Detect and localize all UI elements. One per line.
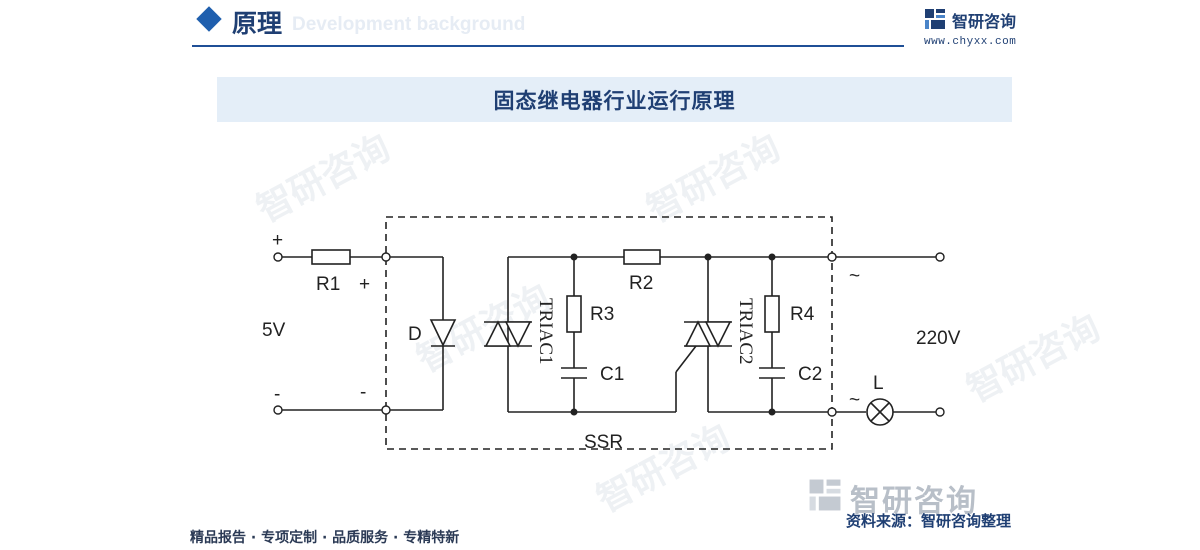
label-c2: C2 <box>798 364 822 385</box>
label-tilde-bottom: ~ <box>849 390 860 411</box>
r3-resistor <box>566 295 582 333</box>
label-triac2: TRIAC2 <box>735 298 756 365</box>
label-minus-inner: - <box>360 382 366 403</box>
brand-name: 智研咨询 <box>952 12 1017 31</box>
header-title: 原理 <box>232 9 283 38</box>
diagram-title: 固态继电器行业运行原理 <box>493 88 736 113</box>
label-d: D <box>408 324 422 345</box>
footer-source: 资料来源：智研咨询整理 <box>846 512 1012 530</box>
label-220v: 220V <box>916 328 961 349</box>
header-divider <box>192 45 904 47</box>
r4-resistor <box>764 295 780 333</box>
diagram-title-banner: 固态继电器行业运行原理 <box>217 77 1012 122</box>
d-diode <box>429 319 457 347</box>
footer-slogan: 精品报告 · 专项定制 · 品质服务 · 专精特新 <box>190 530 460 546</box>
label-triac1: TRIAC1 <box>535 298 556 365</box>
label-minus-in: - <box>274 384 280 405</box>
footer-brand-name: 智研咨询 <box>850 484 978 519</box>
label-plus-inner: + <box>359 274 370 295</box>
r2-resistor <box>623 249 661 265</box>
ssr-boundary <box>385 216 833 450</box>
footer-logo-icon <box>809 479 841 511</box>
header-subtitle: Development background <box>292 14 526 35</box>
label-r3: R3 <box>590 304 614 325</box>
triac2-symbol <box>684 320 732 348</box>
label-5v: 5V <box>262 320 286 341</box>
brand-url[interactable]: www.chyxx.com <box>924 36 1017 48</box>
label-lamp: L <box>873 373 884 394</box>
label-tilde-top: ~ <box>849 266 860 287</box>
label-r2: R2 <box>629 273 653 294</box>
triac1-symbol <box>484 320 532 348</box>
label-r1: R1 <box>316 274 340 295</box>
label-plus-in: + <box>272 230 283 251</box>
r1-resistor <box>311 249 351 265</box>
brand-logo-icon <box>925 9 945 29</box>
label-c1: C1 <box>600 364 624 385</box>
label-ssr: SSR <box>584 432 623 453</box>
label-r4: R4 <box>790 304 815 325</box>
